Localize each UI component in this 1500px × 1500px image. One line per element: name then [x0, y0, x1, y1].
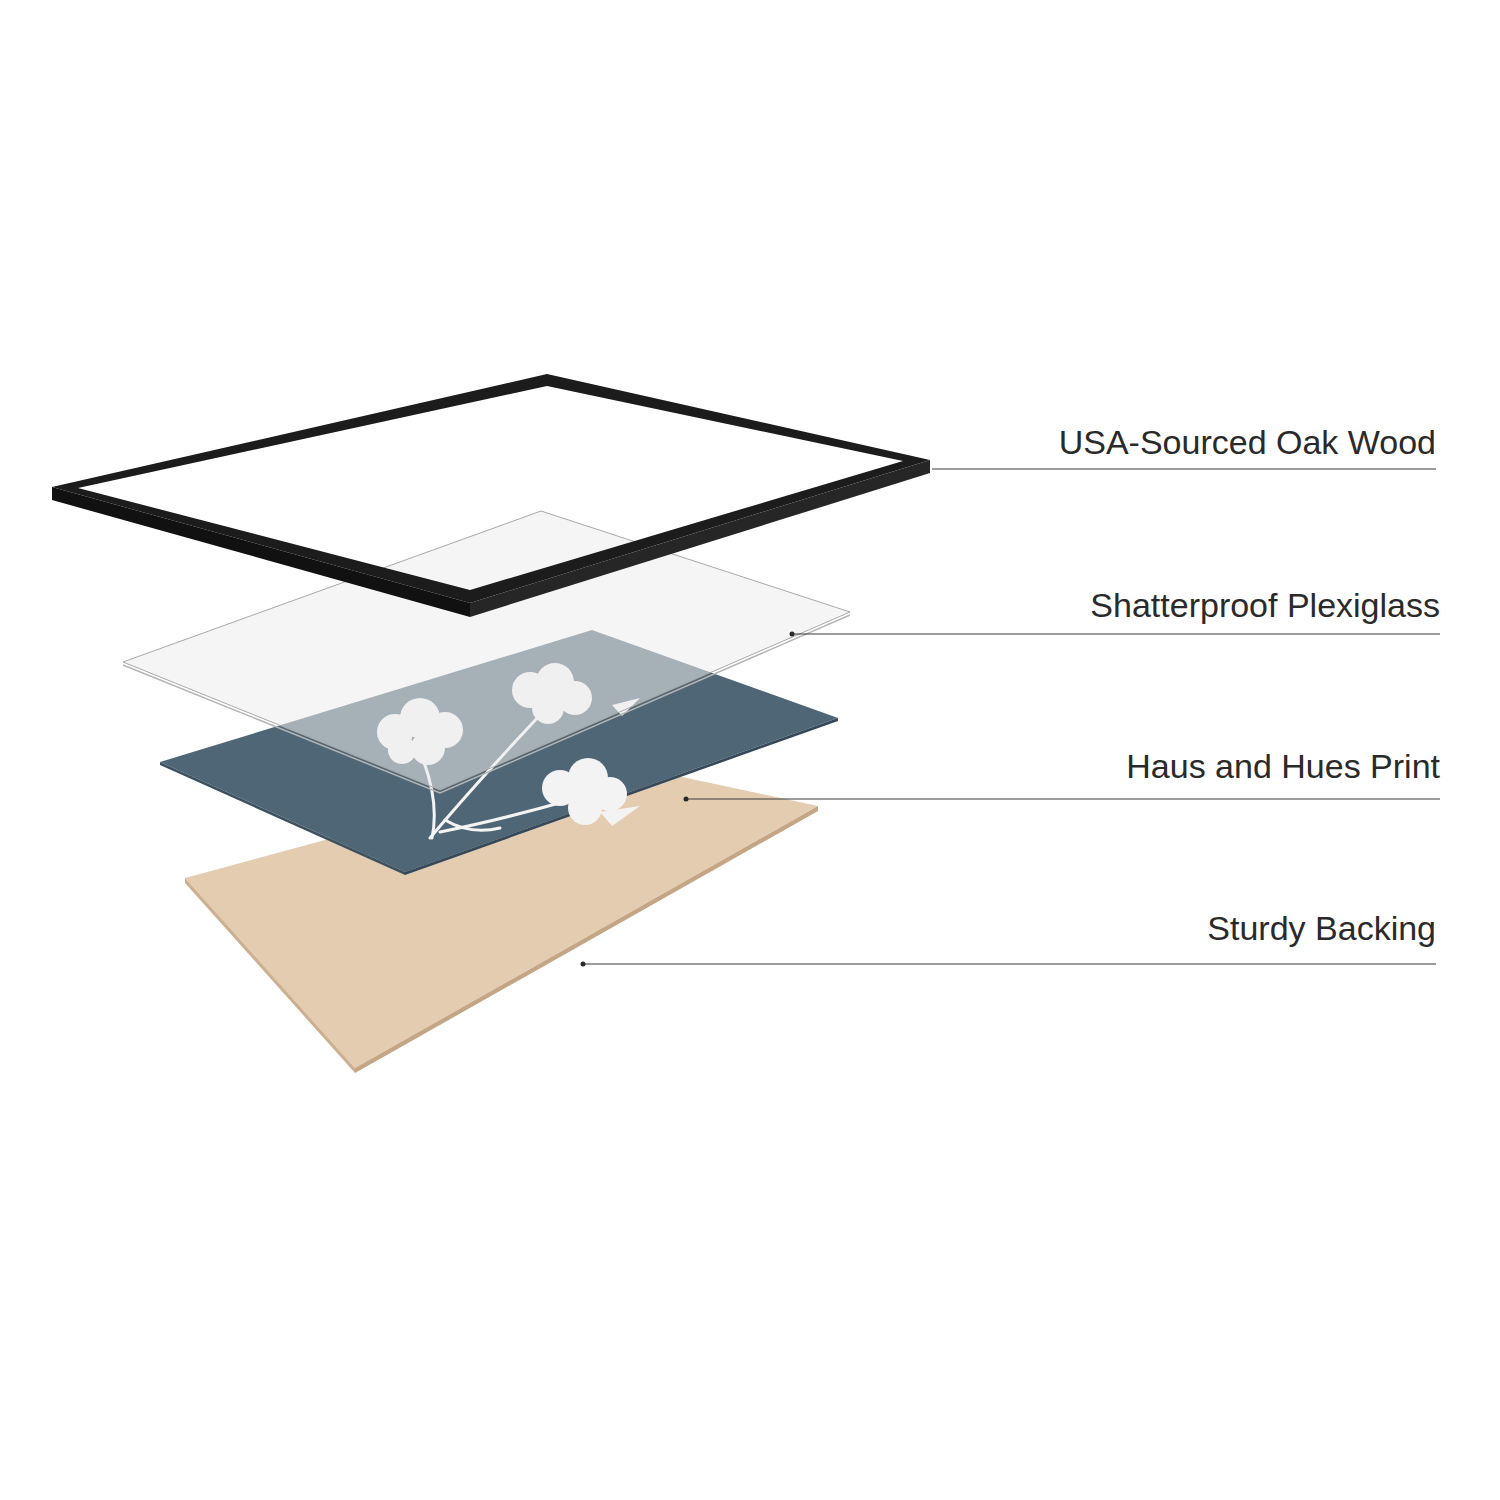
leader-dot [790, 632, 795, 637]
part-label: Sturdy Backing [1207, 908, 1436, 948]
oak-frame [52, 374, 930, 603]
print-edge [160, 762, 405, 875]
part-label: Shatterproof Plexiglass [1090, 585, 1440, 625]
leader-line [792, 633, 1440, 634]
frame-side [52, 487, 470, 617]
leader-line [583, 963, 1436, 964]
plexiglass-edge [123, 615, 850, 793]
flower-stem [445, 820, 500, 830]
leader-line [686, 798, 1440, 799]
leader-dot [684, 797, 689, 802]
frame-side [470, 460, 930, 617]
leader-dot [581, 962, 586, 967]
backing-edge [185, 878, 355, 1073]
plexiglass-sheet [123, 511, 850, 790]
leaf [600, 806, 640, 826]
leader-line [932, 468, 1436, 469]
flower-stem [440, 800, 570, 832]
part-label: Haus and Hues Print [1126, 746, 1440, 786]
part-label: USA-Sourced Oak Wood [1059, 422, 1436, 462]
petal [568, 791, 602, 825]
